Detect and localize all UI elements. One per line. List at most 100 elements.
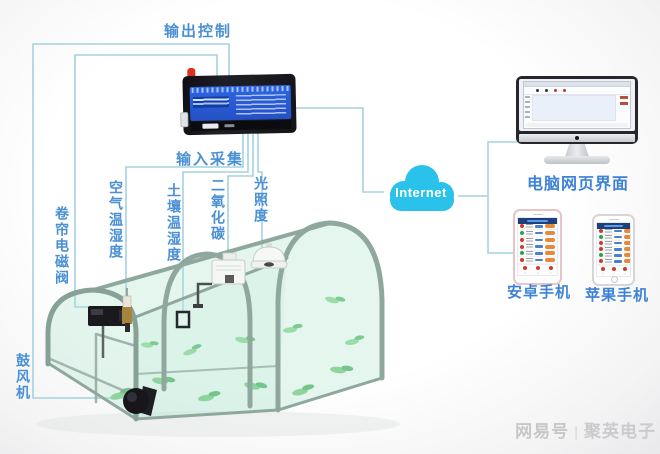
internet-cloud: Internet: [382, 159, 460, 216]
window-titlebar: [524, 82, 630, 87]
action-pill: [545, 244, 555, 249]
soil-sensor: [175, 310, 191, 329]
app-row: [518, 223, 557, 231]
label-soil-sensor: 土壤温湿度: [166, 183, 182, 263]
terminal-row: [191, 85, 289, 93]
status-dot-icon: [599, 247, 603, 252]
action-pill: [624, 259, 630, 264]
tab-icon: [522, 266, 527, 270]
ground-shadow: [36, 411, 400, 437]
app-row: [518, 250, 557, 258]
row-text: [526, 257, 533, 263]
tab-icon: [600, 266, 605, 271]
app-row: [597, 252, 630, 259]
watermark-publisher: 聚英电子: [584, 422, 656, 441]
action-pill: [624, 235, 630, 240]
app-row: [518, 243, 557, 251]
output-line-roller: [74, 54, 218, 308]
status-dot-icon: [520, 224, 524, 229]
arch-middle: [161, 251, 253, 409]
action-pill: [545, 224, 555, 229]
tab-icon: [535, 266, 540, 270]
status-dot-icon: [599, 235, 603, 240]
action-pill: [624, 241, 630, 246]
monitor: [516, 76, 638, 144]
value-bar: [535, 231, 543, 235]
window-toolbar: [524, 87, 630, 95]
header-bar: [526, 219, 549, 222]
arch-left: [45, 287, 139, 422]
action-pill: [624, 253, 630, 258]
value-bar: [535, 225, 543, 228]
toolbar-dot-red: [554, 89, 557, 92]
cloud-to-terminals-line: [458, 141, 517, 254]
value-bar: [614, 229, 622, 233]
app-row: [597, 228, 630, 235]
controller-front-panel: [189, 84, 292, 122]
window-statusbar: [526, 123, 628, 127]
value-bar: [614, 248, 622, 251]
value-bar: [535, 252, 543, 255]
value-bar: [614, 260, 622, 263]
app-row: [518, 230, 557, 237]
greenhouse-glass: [48, 223, 382, 419]
iphone-screen: [596, 222, 631, 277]
label-input-collect: 输入采集: [176, 151, 245, 168]
status-dot-icon: [599, 259, 603, 264]
app-tabbar: [597, 264, 630, 276]
row-text: [526, 244, 533, 249]
header-bar: [604, 224, 623, 227]
controller-to-cloud-line: [296, 107, 384, 193]
row-text: [605, 253, 612, 258]
action-pill: [624, 247, 630, 252]
light-sensor: [250, 243, 288, 269]
value-bar: [535, 238, 543, 242]
cloud-icon: [390, 165, 454, 211]
app-header: [518, 218, 557, 224]
android-phone: [513, 209, 562, 285]
status-dot-icon: [520, 237, 524, 242]
app-row: [597, 240, 630, 247]
port-label: [202, 123, 219, 129]
app-row: [597, 234, 630, 241]
status-dot-icon: [520, 251, 524, 256]
app-row: [597, 258, 630, 265]
input-line-light: [257, 132, 263, 250]
tab-icon: [548, 266, 553, 270]
monitor-screen: [519, 79, 635, 131]
status-dot-icon: [520, 244, 524, 249]
input-line-soil: [182, 132, 249, 313]
status-dot-icon: [520, 231, 524, 236]
port-label-2: [224, 124, 235, 128]
row-text: [526, 237, 533, 243]
android-screen: [517, 217, 558, 276]
app-header: [597, 223, 630, 229]
iot-controller: [180, 67, 297, 136]
arch-right: [275, 220, 385, 413]
label-output-control: 输出控制: [163, 23, 232, 40]
output-line-blower: [32, 43, 230, 399]
status-dot-icon: [599, 229, 603, 234]
panel-text-lines: [235, 94, 287, 117]
label-iphone: 苹果手机: [584, 287, 649, 304]
web-app-window: [523, 81, 631, 129]
row-text: [605, 240, 612, 246]
action-pill: [545, 258, 555, 263]
status-dot-icon: [599, 253, 603, 258]
app-row: [518, 257, 557, 264]
row-text: [605, 259, 612, 264]
app-tabbar: [518, 264, 557, 275]
input-line-air: [125, 132, 244, 300]
row-text: [526, 251, 533, 256]
desktop-computer: [516, 76, 640, 170]
app-row: [518, 237, 557, 244]
nameplate: [192, 96, 230, 108]
label-pc: 电脑网页界面: [526, 176, 629, 193]
window-content: [532, 95, 616, 121]
watermark-divider: |: [574, 424, 579, 441]
iphone: [592, 214, 635, 286]
camera-dot-icon: [575, 136, 579, 140]
tab-icon: [611, 266, 616, 271]
